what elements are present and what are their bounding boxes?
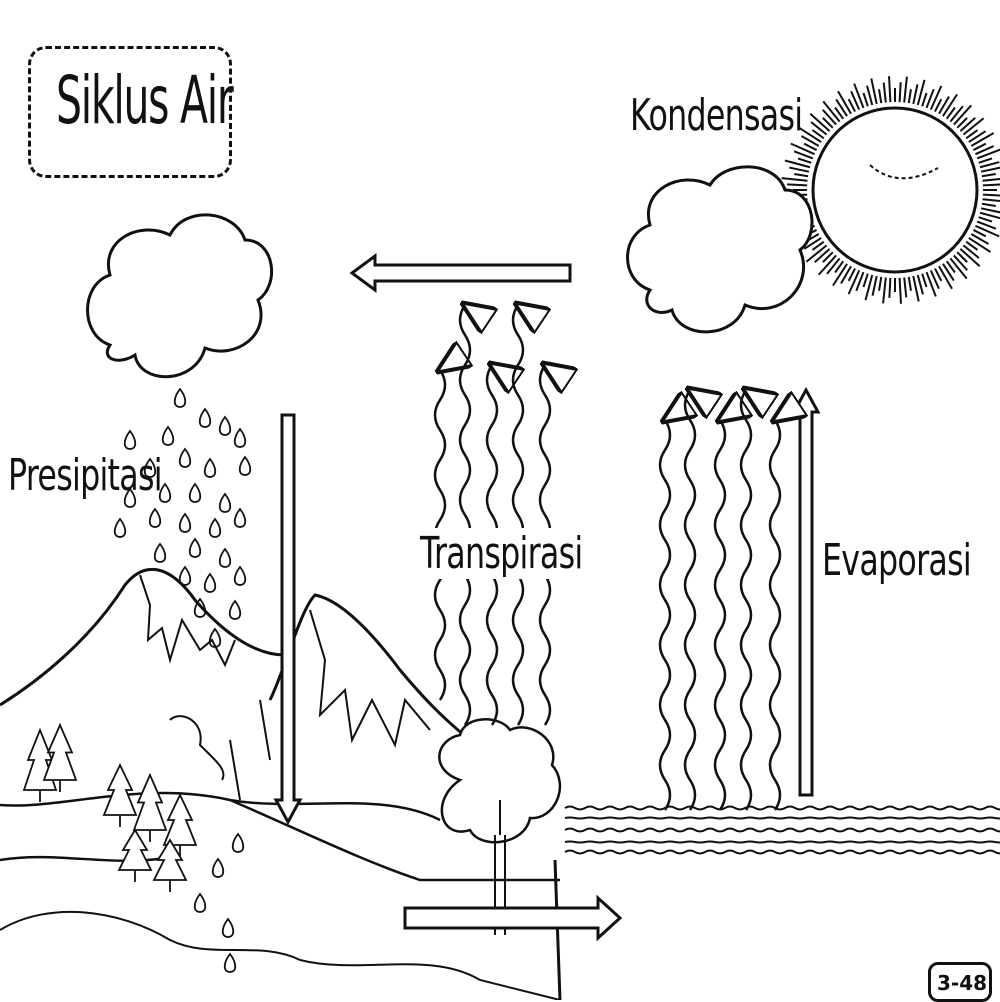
diagram-title: Siklus Air xyxy=(56,62,234,139)
left-mountain-snow xyxy=(139,574,236,668)
sun-icon xyxy=(781,76,1000,304)
label-presipitasi: Presipitasi xyxy=(8,450,163,501)
sea-surface xyxy=(564,805,1000,855)
condensation-cloud-icon xyxy=(626,165,814,334)
label-kondensasi: Kondensasi xyxy=(630,90,803,141)
rain-drops xyxy=(113,387,252,973)
middle-mountain xyxy=(268,593,471,742)
hill-shading xyxy=(169,699,271,801)
left-mountain xyxy=(0,568,286,707)
label-evaporasi: Evaporasi xyxy=(822,535,972,586)
precipitation-arrow-down xyxy=(273,413,303,826)
page-number-badge: 3-48 xyxy=(928,962,992,1002)
advection-arrow-left xyxy=(349,253,572,293)
title-frame xyxy=(28,46,232,178)
label-transpirasi: Transpirasi xyxy=(420,528,583,579)
lower-hills xyxy=(0,910,561,1000)
rain-cloud-icon xyxy=(86,213,273,379)
pine-trees xyxy=(22,722,198,892)
middle-mountain-snow xyxy=(309,609,431,748)
tree-icon xyxy=(438,718,562,935)
evaporation-arrow-up xyxy=(791,386,821,797)
runoff-arrow-right xyxy=(403,894,623,942)
river-bank xyxy=(553,859,562,1000)
